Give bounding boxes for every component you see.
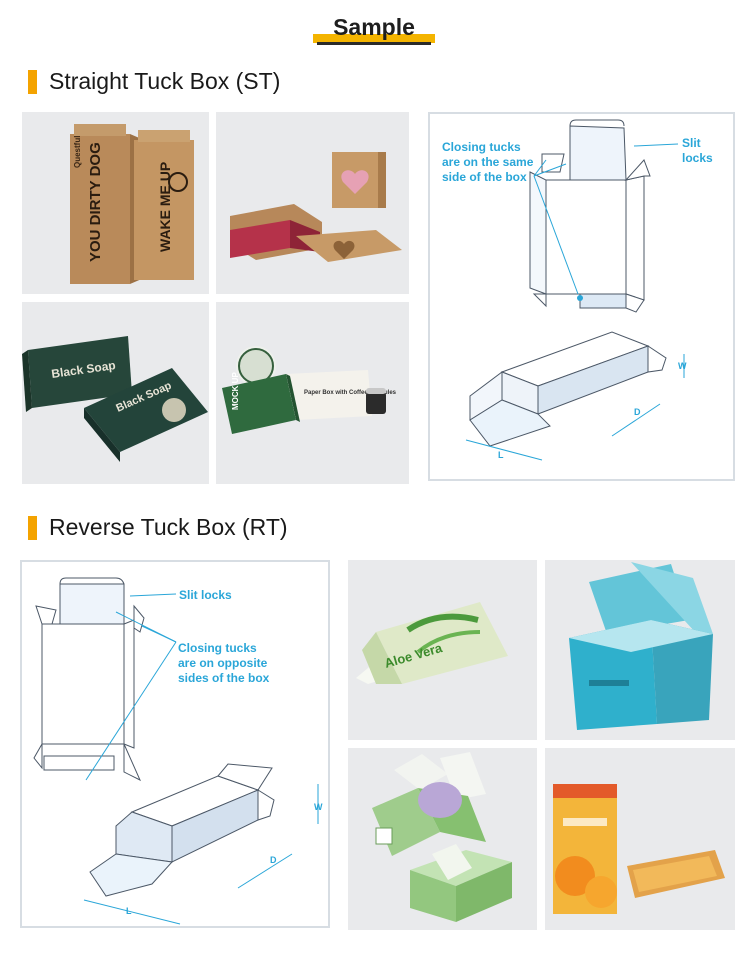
st-dim-d: D — [634, 407, 641, 417]
st-photo-heart-window — [216, 112, 409, 294]
st-diagram: Closing tucks are on the same side of th… — [428, 112, 735, 481]
banner-shadow — [317, 42, 431, 45]
st-title: Straight Tuck Box (ST) — [49, 68, 281, 94]
rt-section-heading: Reverse Tuck Box (RT) — [28, 514, 288, 541]
coffee-title: Paper Box with Coffee Capsules — [304, 390, 397, 396]
mockup-text: MOCK UP — [231, 372, 240, 410]
rt-callout-slit: Slit locks — [179, 588, 232, 602]
rt-photo-green-cube-box — [348, 748, 537, 930]
page-title: Sample — [333, 14, 415, 40]
rt-callout-tucks: Closing tucks are on opposite sides of t… — [178, 641, 270, 685]
st-section-heading: Straight Tuck Box (ST) — [28, 68, 280, 95]
st-callout-tucks: Closing tucks are on the same side of th… — [442, 140, 534, 184]
kraft-brand-a: Questful — [73, 136, 82, 168]
heading-marker — [28, 69, 37, 94]
rt-photo-aloe-box: Aloe Vera — [348, 560, 537, 740]
st-photo-kraft-boxes: Questful YOU DIRTY DOG WAKE ME UP — [22, 112, 209, 294]
kraft-text-a: YOU DIRTY DOG — [87, 142, 104, 262]
st-photo-black-soap: Black Soap Black Soap — [22, 302, 209, 484]
st-callout-slit: Slit locks — [682, 136, 713, 165]
rt-dim-l: L — [126, 906, 132, 916]
rt-photo-orange-box — [545, 748, 735, 930]
st-dim-l: L — [498, 450, 504, 460]
rt-dim-d: D — [270, 855, 277, 865]
rt-title: Reverse Tuck Box (RT) — [49, 514, 288, 540]
st-photo-coffee-capsules: Paper Box with Coffee Capsules MOCK UP — [216, 302, 409, 484]
rt-diagram: Slit locks Closing tucks are on opposite… — [20, 560, 330, 928]
st-dim-w: W — [678, 361, 687, 371]
rt-photo-teal-box — [545, 560, 735, 740]
rt-dim-w: W — [314, 802, 323, 812]
heading-marker — [28, 515, 37, 540]
banner-underline — [313, 34, 435, 43]
sample-banner: Sample — [313, 14, 435, 46]
